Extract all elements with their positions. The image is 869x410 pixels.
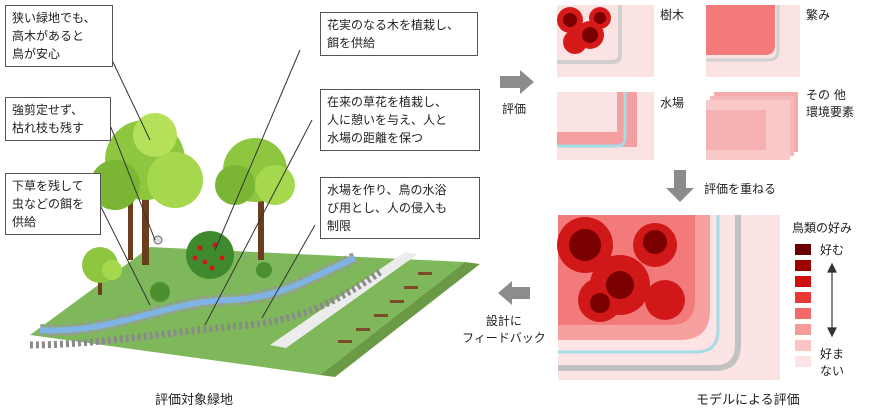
legend-swatch (795, 292, 811, 303)
map-thicket (706, 5, 800, 77)
map-water (557, 92, 654, 160)
label-map-thicket: 繁み (806, 8, 831, 22)
right-tree-canopy (215, 138, 295, 205)
bench-row (338, 272, 432, 343)
stream-water (39, 255, 357, 334)
callout-narrow-green: 狭い緑地でも、 高木があると 鳥が安心 (5, 5, 113, 67)
map-other (706, 92, 798, 160)
legend-swatch (795, 244, 811, 255)
legend-high: 好む (820, 243, 845, 257)
label-evaluate: 評価 (502, 102, 527, 116)
label-map-other: その 他 環境要素 (806, 88, 855, 119)
callout-no-pruning: 強剪定せず、 枯れ枝も残す (5, 97, 111, 141)
legend-title: 鳥類の好み (792, 221, 853, 235)
label-map-water: 水場 (660, 96, 685, 110)
caption-left: 評価対象緑地 (155, 393, 234, 408)
label-map-trees: 樹木 (660, 8, 685, 22)
legend-swatch (795, 356, 811, 367)
label-overlay: 評価を重ねる (704, 182, 777, 196)
bird-icon (153, 235, 163, 245)
caption-right: モデルによる評価 (696, 393, 800, 408)
legend-arrow (827, 262, 837, 338)
callout-water-place: 水場を作り、鳥の水浴 び用とし、人の侵入も 制限 (320, 177, 480, 239)
legend-swatch (795, 260, 811, 271)
label-feedback: 設計に フィードバック (462, 314, 546, 345)
arrow-left-icon (498, 281, 530, 305)
legend-swatch (795, 276, 811, 287)
legend-low: 好ま ない (820, 347, 845, 378)
legend-swatch (795, 308, 811, 319)
small-tree (82, 247, 122, 283)
legend-swatch (795, 324, 811, 335)
rock-border (29, 269, 383, 349)
ground-lawn (30, 247, 465, 375)
arrow-down-icon (666, 170, 694, 202)
tall-tree-canopy (90, 113, 203, 210)
callout-fruit-trees: 花実のなる木を植栽し、 餌を供給 (320, 12, 478, 56)
map-trees (557, 5, 654, 77)
callout-native-flowers: 在来の草花を植栽し、 人に憩いを与え、人と 水場の距離を保つ (320, 89, 480, 151)
callout-undergrowth: 下草を残して 虫などの餌を 供給 (5, 173, 101, 235)
legend-swatch (795, 340, 811, 351)
map-combined (557, 215, 780, 380)
arrow-right-icon (500, 70, 534, 94)
walking-path (270, 252, 418, 348)
